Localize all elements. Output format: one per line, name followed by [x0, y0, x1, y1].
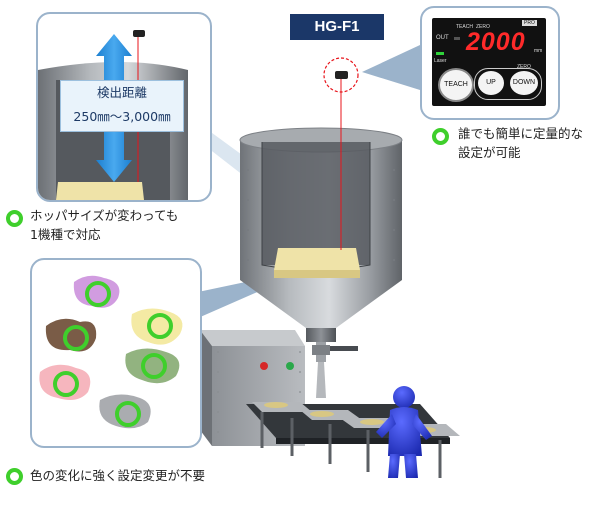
sample-pink [39, 364, 91, 400]
caption-color: 色の変化に強く設定変更が不要 [30, 468, 206, 483]
callout-control-panel: OUT TEACH ZERO PRO 2000 mm Laser ZERO TE… [420, 6, 560, 120]
caption-setting: 誰でも簡単に定量的な 設定が可能 [458, 126, 584, 160]
pro-label: PRO [522, 20, 537, 26]
color-samples [39, 275, 183, 429]
sample-gray [99, 394, 151, 429]
zero-label: ZERO [476, 24, 490, 30]
up-button[interactable]: UP [478, 71, 504, 95]
conveyor [246, 402, 460, 478]
laser-label: Laser [434, 58, 447, 64]
sample-brown [45, 318, 97, 352]
callout-color-variation [30, 258, 202, 448]
out-label: OUT [436, 35, 449, 41]
sample-purple [73, 275, 120, 308]
laser-led [436, 52, 444, 55]
control-panel: OUT TEACH ZERO PRO 2000 mm Laser ZERO TE… [432, 18, 546, 106]
sensor-icon-callout [133, 30, 145, 37]
hopper [239, 127, 403, 398]
range-label-box: 検出距離 250㎜～3,000㎜ [60, 80, 184, 132]
check-circle-icon [432, 128, 449, 145]
range-title: 検出距離 [96, 85, 147, 100]
out-led [454, 37, 460, 40]
sensor-icon [335, 71, 348, 79]
sample-yellow [131, 308, 183, 345]
callout-connector-panel [362, 45, 420, 90]
worker-figure [376, 386, 432, 478]
unit-label: mm [534, 48, 543, 54]
caption-hopper: ホッパサイズが変わっても 1機種で対応 [30, 208, 179, 242]
model-label: HG-F1 [290, 14, 384, 40]
distance-display: 2000 [466, 28, 526, 56]
up-down-group [474, 68, 542, 100]
teach-label: TEACH [456, 24, 473, 30]
check-circle-icon [6, 468, 23, 485]
sample-green [125, 348, 180, 384]
range-value: 250㎜～3,000㎜ [73, 109, 171, 124]
zero-small-label: ZERO [517, 64, 531, 70]
check-circle-icon [6, 210, 23, 227]
teach-button[interactable]: TEACH [438, 68, 474, 102]
down-button[interactable]: DOWN [510, 71, 538, 95]
sensor-highlight-circle [323, 57, 359, 93]
